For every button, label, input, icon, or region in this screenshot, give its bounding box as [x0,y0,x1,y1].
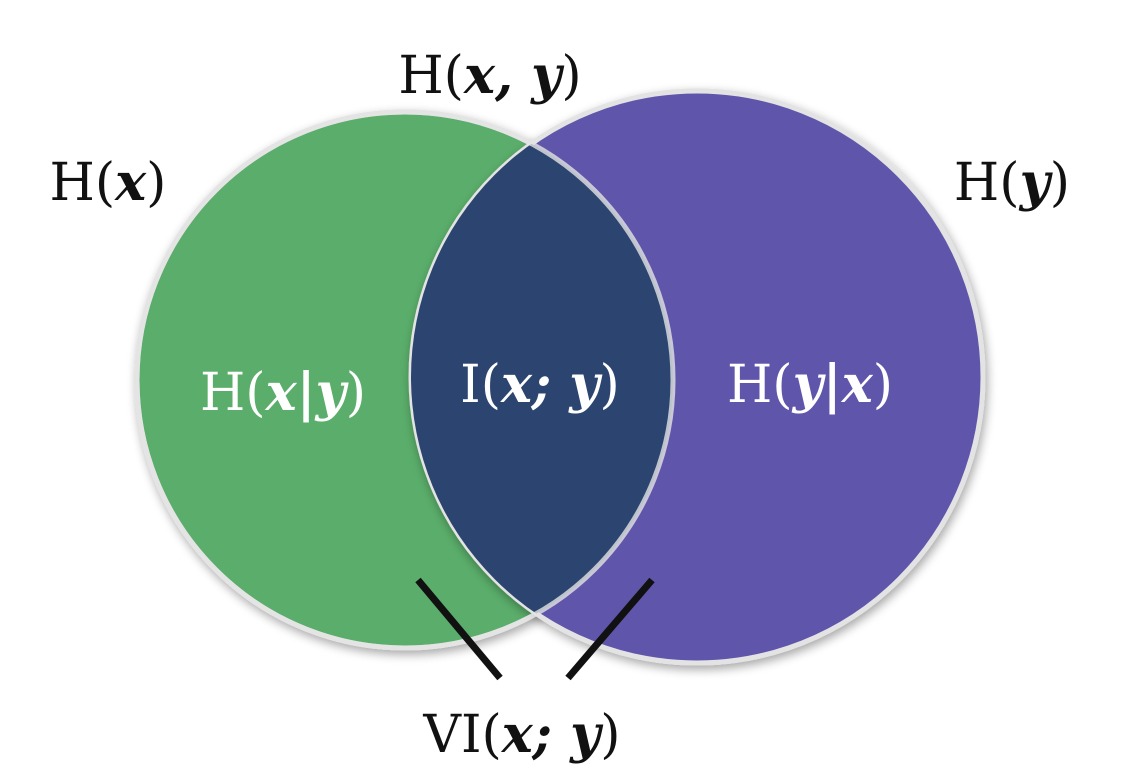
label-entropy-y: H(y) [954,152,1070,213]
label-conditional-y-given-x: H(y|x) [727,354,893,415]
label-mutual-information: I(x; y) [460,354,620,415]
label-joint-entropy: H(x, y) [398,45,581,106]
label-entropy-x: H(x) [50,152,167,213]
connector-line-right [565,577,655,681]
intersection-region [411,112,673,648]
connector-line-left [415,577,503,681]
circle-x-outline [134,109,676,651]
label-variation-of-information: VI(x; y) [422,704,620,765]
label-conditional-x-given-y: H(x|y) [200,362,366,423]
